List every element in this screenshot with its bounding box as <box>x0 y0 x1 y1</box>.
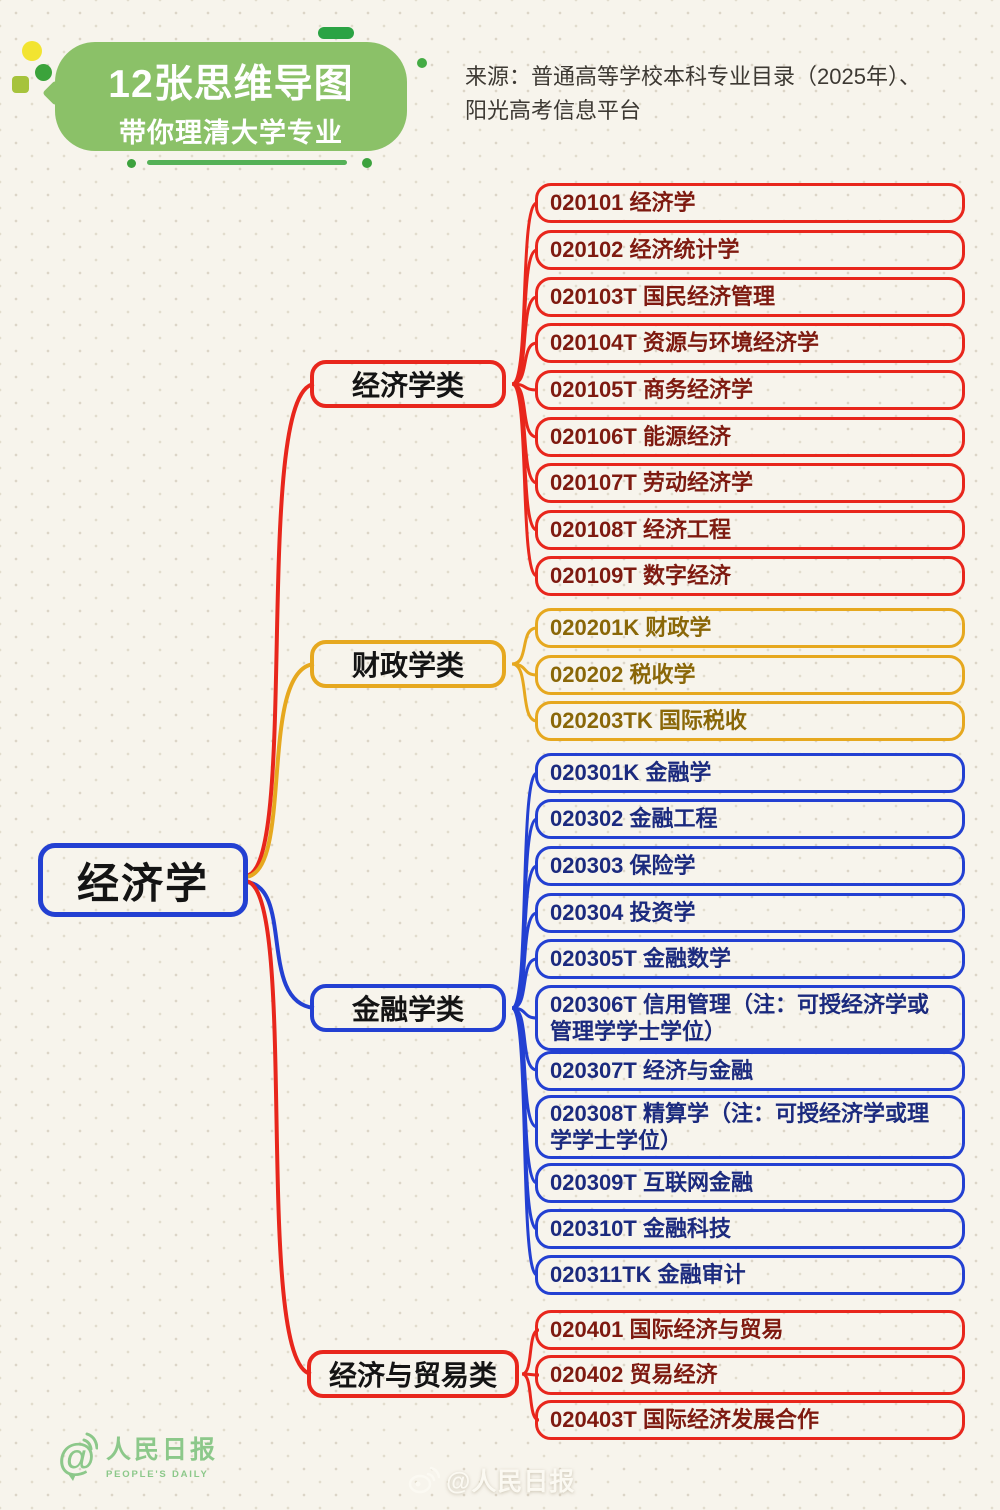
branch-node-fiscal: 财政学类 <box>310 640 506 688</box>
deco-yellow-circle <box>22 41 42 61</box>
leaf-node: 020103T 国民经济管理 <box>535 277 965 317</box>
watermark-text: @人民日报 <box>446 1468 576 1496</box>
svg-text:@: @ <box>58 1437 95 1479</box>
leaf-node: 020309T 互联网金融 <box>535 1163 965 1203</box>
leaf-node: 020401 国际经济与贸易 <box>535 1310 965 1350</box>
leaf-node: 020105T 商务经济学 <box>535 370 965 410</box>
leaf-node: 020307T 经济与金融 <box>535 1051 965 1091</box>
leaf-node: 020403T 国际经济发展合作 <box>535 1400 965 1440</box>
leaf-node: 020305T 金融数学 <box>535 939 965 979</box>
leaf-node: 020304 投资学 <box>535 893 965 933</box>
root-node: 经济学 <box>38 843 248 917</box>
title-badge: 12张思维导图 带你理清大学专业 <box>55 42 407 151</box>
source-line-1: 来源：普通高等学校本科专业目录（2025年）、 <box>465 64 921 89</box>
leaf-node: 020203TK 国际税收 <box>535 701 965 741</box>
deco-underline <box>147 160 347 165</box>
leaf-node: 020310T 金融科技 <box>535 1209 965 1249</box>
leaf-node: 020402 贸易经济 <box>535 1355 965 1395</box>
leaf-node: 020102 经济统计学 <box>535 230 965 270</box>
leaf-node: 020308T 精算学（注：可授经济学或理学学士学位） <box>535 1095 965 1159</box>
leaf-node: 020101 经济学 <box>535 183 965 223</box>
deco-underline-dot-left <box>127 159 136 168</box>
leaf-node: 020107T 劳动经济学 <box>535 463 965 503</box>
leaf-node: 020301K 金融学 <box>535 753 965 793</box>
deco-green-circle <box>35 64 52 81</box>
logo-name: 人民日报 <box>106 1436 219 1464</box>
leaf-node: 020106T 能源经济 <box>535 417 965 457</box>
leaf-node: 020303 保险学 <box>535 846 965 886</box>
deco-chartreuse-square <box>12 76 29 93</box>
source-text: 来源：普通高等学校本科专业目录（2025年）、 阳光高考信息平台 <box>465 60 921 128</box>
deco-green-dot <box>417 58 427 68</box>
leaf-node: 020109T 数字经济 <box>535 556 965 596</box>
peoples-daily-logo: @ 人民日报 PEOPLE'S DAILY <box>56 1430 218 1482</box>
badge-title: 12张思维导图 <box>108 63 354 106</box>
leaf-node: 020306T 信用管理（注：可授经济学或管理学学士学位） <box>535 985 965 1051</box>
branch-node-finance: 金融学类 <box>310 984 506 1032</box>
deco-green-bar <box>318 27 354 39</box>
leaf-node: 020311TK 金融审计 <box>535 1255 965 1295</box>
leaf-node: 020202 税收学 <box>535 655 965 695</box>
leaf-node: 020302 金融工程 <box>535 799 965 839</box>
deco-underline-dot-right <box>362 158 372 168</box>
branch-node-economics: 经济学类 <box>310 360 506 408</box>
logo-subtitle: PEOPLE'S DAILY <box>106 1469 209 1480</box>
weibo-watermark: @人民日报 <box>408 1462 575 1498</box>
badge-subtitle: 带你理清大学专业 <box>119 118 343 148</box>
branch-node-trade: 经济与贸易类 <box>307 1350 519 1398</box>
at-bubble-icon: @ <box>58 1432 98 1481</box>
weibo-icon <box>408 1466 440 1494</box>
source-line-2: 阳光高考信息平台 <box>465 98 642 123</box>
leaf-node: 020108T 经济工程 <box>535 510 965 550</box>
leaf-node: 020201K 财政学 <box>535 608 965 648</box>
leaf-node: 020104T 资源与环境经济学 <box>535 323 965 363</box>
